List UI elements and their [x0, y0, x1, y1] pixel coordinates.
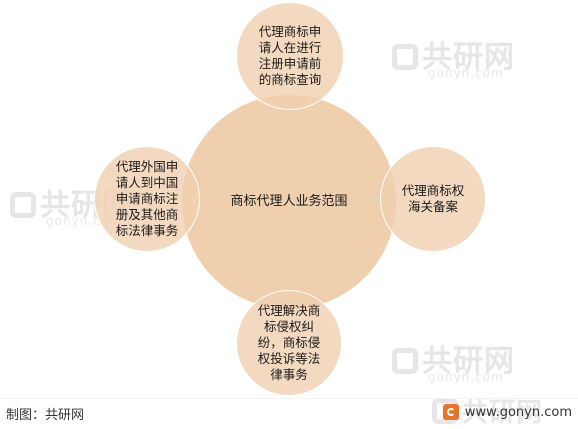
bottom-circle: 代理解决商标侵权纠纷，商标侵权投诉等法律事务 [236, 290, 342, 396]
right-circle: 代理商标权海关备案 [380, 146, 486, 252]
watermark-brand: 共研网 [392, 336, 515, 380]
center-circle: 商标代理人业务范围 [182, 95, 396, 309]
top-label: 代理商标申请人在进行注册申请前的商标查询 [258, 24, 322, 87]
watermark-domain: gonyn.com [428, 370, 504, 384]
right-label: 代理商标权海关备案 [401, 183, 465, 214]
left-circle: 代理外国申请人到中国申请商标注册及其他商标法律事务 [94, 146, 200, 252]
footer-site: www.gonyn.com [442, 404, 572, 420]
watermark-brand-text: 共研网 [422, 344, 515, 379]
top-circle: 代理商标申请人在进行注册申请前的商标查询 [236, 2, 344, 110]
watermark-brand: 共研网 [432, 392, 543, 429]
footer-divider [0, 398, 578, 399]
footer-source: 制图：共研网 [6, 408, 85, 423]
left-label: 代理外国申请人到中国申请商标注册及其他商标法律事务 [115, 159, 179, 238]
watermark-logo-icon [392, 348, 418, 374]
watermark-logo-icon [10, 192, 36, 218]
watermark-brand-text: 共研网 [462, 398, 544, 428]
watermark-brand: 共研网 [392, 32, 515, 76]
bottom-label: 代理解决商标侵权纠纷，商标侵权投诉等法律事务 [257, 303, 321, 382]
watermark-brand-text: 共研网 [422, 40, 515, 75]
footer-site-text: www.gonyn.com [464, 404, 572, 420]
site-logo-icon [442, 404, 459, 420]
center-label: 商标代理人业务范围 [230, 194, 348, 209]
watermark-logo-icon [392, 44, 418, 70]
watermark-domain: gonyn.com [428, 66, 504, 80]
